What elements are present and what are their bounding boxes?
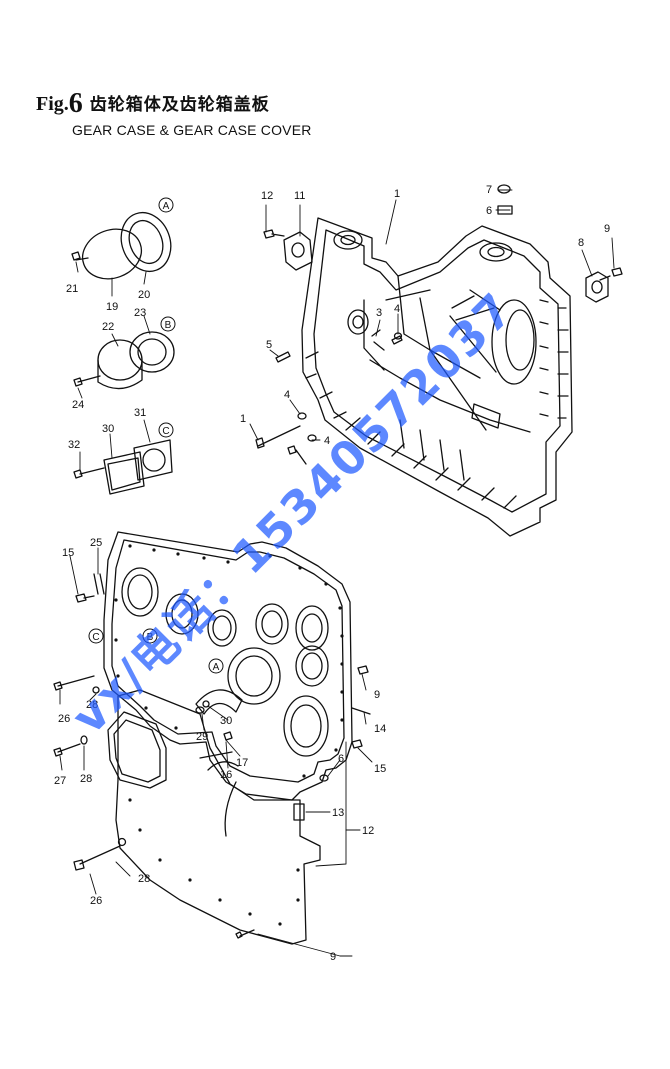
figure-title-en: GEAR CASE & GEAR CASE COVER — [72, 122, 312, 138]
part-label: 31 — [134, 407, 146, 419]
part-label: 15 — [374, 763, 386, 775]
part-label: 9 — [374, 689, 380, 701]
part-label: 12 — [362, 825, 374, 837]
group-a-label: A — [163, 201, 170, 212]
part-label: 32 — [68, 439, 80, 451]
part-label: 4 — [394, 303, 400, 315]
group-c-label: C — [162, 426, 169, 437]
part-label: 8 — [578, 237, 584, 249]
part-label: 21 — [66, 283, 78, 295]
group-b-cover-label: B — [147, 632, 154, 643]
part-label: 6 — [486, 205, 492, 217]
part-label: 28 — [138, 873, 150, 885]
part-label: 22 — [102, 321, 114, 333]
part-label: 19 — [106, 301, 118, 313]
part-label: 27 — [54, 775, 66, 787]
part-label: 1 — [240, 413, 246, 425]
part-label: 13 — [332, 807, 344, 819]
part-label: 30 — [102, 423, 114, 435]
part-label: 1 — [394, 188, 400, 200]
part-label: 4 — [284, 389, 290, 401]
cover-small-parts — [53, 573, 371, 939]
part-label: 23 — [134, 307, 146, 319]
group-marker-c-cover — [88, 628, 104, 644]
part-label: 15 — [62, 547, 74, 559]
group-marker-b — [160, 316, 176, 332]
figure-number: 6 — [68, 88, 83, 119]
part-label: 17 — [236, 757, 248, 769]
part-label: 5 — [266, 339, 272, 351]
group-c-cover-label: C — [92, 632, 99, 643]
part-label: 4 — [324, 435, 330, 447]
part-label: 26 — [90, 895, 102, 907]
part-label: 26 — [58, 713, 70, 725]
group-a-cover-label: A — [213, 662, 220, 673]
group-marker-a-cover — [208, 658, 224, 674]
part-label: 20 — [138, 289, 150, 301]
group-b-label: B — [165, 320, 172, 331]
group-marker-a — [158, 197, 174, 213]
part-label: 14 — [374, 723, 386, 735]
part-labels: 12 11 1 7 6 8 9 5 3 4 4 1 4 21 19 20 22 … — [54, 184, 610, 963]
cover-bolt-holes — [114, 544, 344, 778]
figure-title-cn: 齿轮箱体及齿轮箱盖板 — [89, 95, 270, 114]
group-marker-b-cover — [142, 628, 158, 644]
part-label: 9 — [604, 223, 610, 235]
part-label: 24 — [72, 399, 84, 411]
part-label: 11 — [294, 190, 305, 202]
part-label: 25 — [90, 537, 102, 549]
figure-prefix: Fig. — [36, 93, 69, 115]
part-label: 29 — [196, 731, 208, 743]
group-marker-c — [158, 422, 174, 438]
leader-lines — [59, 189, 615, 957]
part-label: 28 — [80, 773, 92, 785]
part-label: 16 — [220, 769, 232, 781]
gear-case-cover-drawing — [103, 531, 353, 945]
part-label: 30 — [220, 715, 232, 727]
part-label: 28 — [86, 699, 98, 711]
part-label: 7 — [486, 184, 492, 196]
part-label: 12 — [261, 190, 273, 202]
part-label: 6 — [338, 753, 344, 765]
small-covers-drawing — [71, 211, 175, 495]
part-label: 9 — [330, 951, 336, 963]
part-label: 3 — [376, 307, 382, 319]
figure-title: Fig.6 齿轮箱体及齿轮箱盖板 — [36, 88, 270, 120]
gear-case-drawing — [301, 217, 573, 537]
group-markers: A B C C B A — [88, 197, 224, 674]
